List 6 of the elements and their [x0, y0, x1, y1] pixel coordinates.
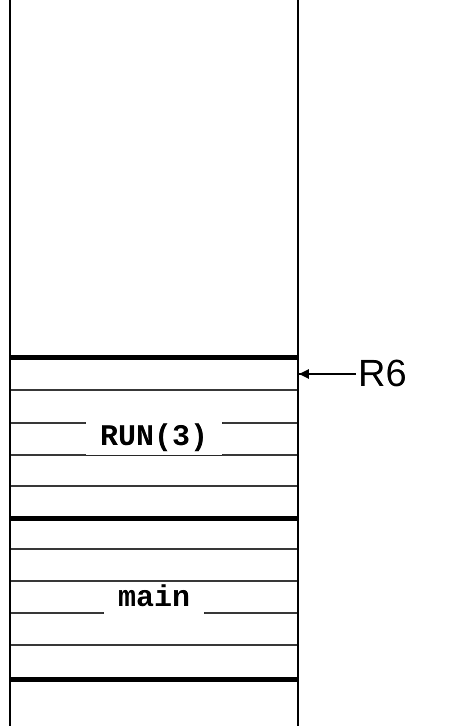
arrow: [299, 369, 356, 379]
stack-frame: [11, 516, 297, 682]
frame-label: RUN(3): [86, 421, 222, 455]
frame-label: main: [104, 582, 204, 616]
register-label: R6: [358, 354, 407, 394]
stack-column: [9, 0, 299, 726]
